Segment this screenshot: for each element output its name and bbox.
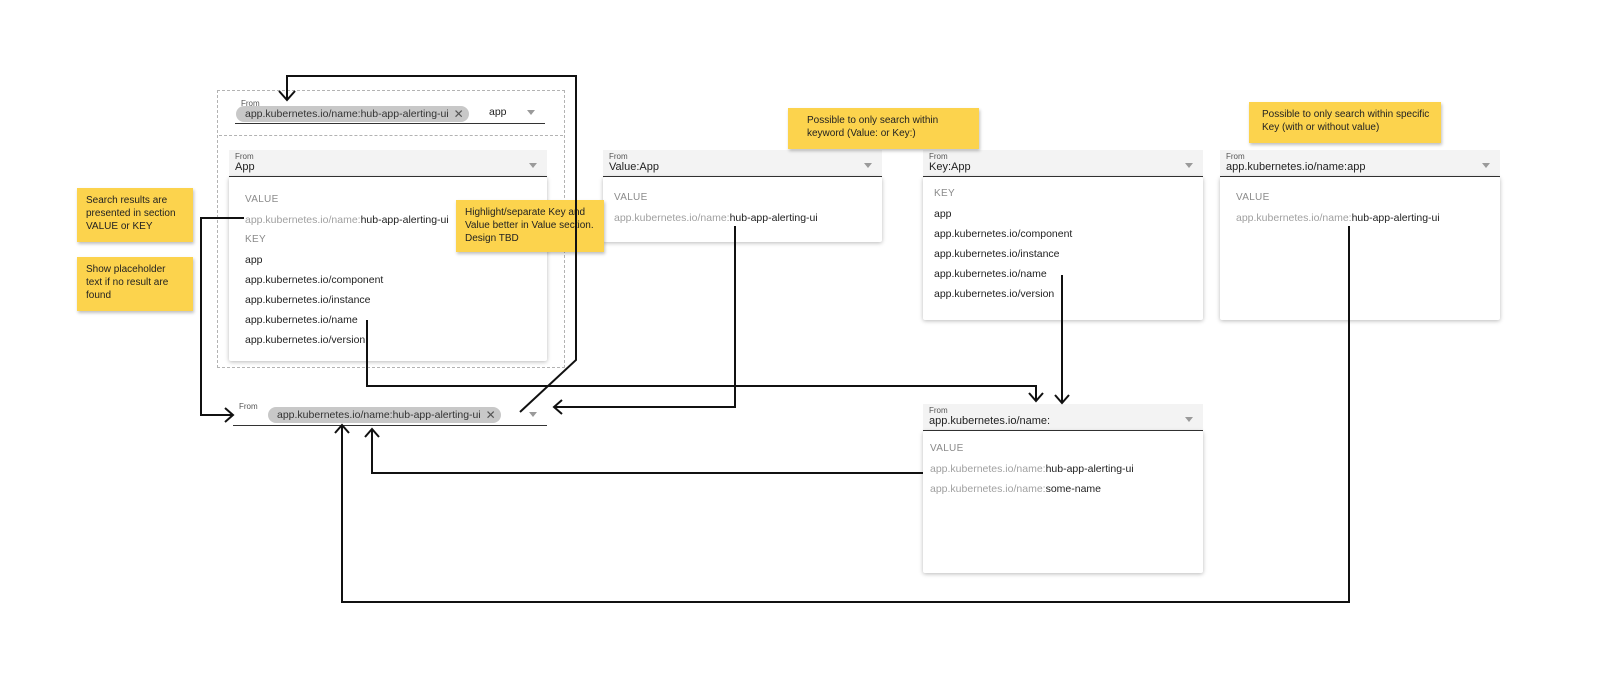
- dropdown-value: app.kubernetes.io/name:app: [1226, 161, 1366, 173]
- from-label: From: [235, 152, 254, 161]
- key-item[interactable]: app.kubernetes.io/version: [245, 334, 366, 346]
- arrowhead: [1028, 392, 1044, 403]
- value-item[interactable]: app.kubernetes.io/name:some-name: [930, 483, 1102, 495]
- key-item[interactable]: app.kubernetes.io/component: [245, 274, 384, 286]
- from-label: From: [239, 402, 258, 411]
- dropdown-value: Key:App: [929, 161, 971, 173]
- key-item[interactable]: app.kubernetes.io/component: [934, 228, 1073, 240]
- arrow-card4-to-result: [341, 226, 1350, 603]
- arrowhead: [552, 399, 563, 415]
- arrow-card2-to-result: [555, 226, 736, 408]
- dropdown-value: app.kubernetes.io/name:: [929, 415, 1051, 427]
- card1-results-panel: VALUE app.kubernetes.io/name:hub-app-ale…: [229, 177, 547, 361]
- card4-dropdown-field[interactable]: From app.kubernetes.io/name:app: [1220, 150, 1500, 177]
- arrowhead: [1054, 394, 1070, 405]
- card1-dropdown-frame: [219, 135, 563, 365]
- key-item[interactable]: app.kubernetes.io/name: [245, 314, 358, 326]
- note-placeholder: Show placeholder text if no result are f…: [77, 257, 193, 311]
- value-section-header: VALUE: [930, 443, 964, 454]
- search-text[interactable]: app: [489, 106, 507, 118]
- arrowhead: [278, 90, 296, 102]
- arrow-card5-to-result: [371, 430, 923, 474]
- note-specific-key: Possible to only search within specific …: [1249, 102, 1441, 143]
- note-value-or-key: Possible to only search within keyword (…: [788, 108, 979, 149]
- chevron-down-icon[interactable]: [527, 110, 535, 115]
- note-highlight: Highlight/separate Key and Value better …: [456, 200, 604, 252]
- card1-search-field[interactable]: From app.kubernetes.io/name:hub-app-aler…: [235, 97, 545, 124]
- close-icon[interactable]: ✕: [485, 408, 496, 422]
- filter-chip[interactable]: app.kubernetes.io/name:hub-app-alerting-…: [268, 407, 501, 423]
- key-section-header: KEY: [245, 234, 266, 245]
- arrow-value-to-result: [200, 217, 244, 416]
- card3-dropdown-field[interactable]: From Key:App: [923, 150, 1203, 177]
- from-label: From: [1226, 152, 1245, 161]
- card1-dropdown-field[interactable]: From App: [229, 150, 547, 177]
- chip-text: app.kubernetes.io/name:hub-app-alerting-…: [277, 409, 481, 421]
- arrowhead: [364, 427, 380, 438]
- dropdown-value: App: [235, 161, 255, 173]
- value-item[interactable]: app.kubernetes.io/name:hub-app-alerting-…: [614, 212, 818, 224]
- chevron-down-icon[interactable]: [864, 163, 872, 168]
- value-section-header: VALUE: [245, 194, 279, 205]
- from-label: From: [929, 406, 948, 415]
- chevron-down-icon[interactable]: [1185, 417, 1193, 422]
- chevron-down-icon[interactable]: [1185, 163, 1193, 168]
- value-section-header: VALUE: [614, 192, 648, 203]
- result-field[interactable]: From app.kubernetes.io/name:hub-app-aler…: [233, 400, 547, 426]
- key-item[interactable]: app.kubernetes.io/version: [934, 288, 1055, 300]
- dropdown-value: Value:App: [609, 161, 659, 173]
- from-label: From: [929, 152, 948, 161]
- key-section-header: KEY: [934, 188, 955, 199]
- arrow-loop-to-top-field: [286, 75, 577, 413]
- value-item[interactable]: app.kubernetes.io/name:hub-app-alerting-…: [1236, 212, 1440, 224]
- value-item[interactable]: app.kubernetes.io/name:hub-app-alerting-…: [930, 463, 1134, 475]
- value-item[interactable]: app.kubernetes.io/name:hub-app-alerting-…: [245, 214, 449, 226]
- from-label: From: [609, 152, 628, 161]
- chip-text: app.kubernetes.io/name:hub-app-alerting-…: [245, 108, 449, 120]
- value-section-header: VALUE: [1236, 192, 1270, 203]
- card5-dropdown-field[interactable]: From app.kubernetes.io/name:: [923, 404, 1203, 431]
- chevron-down-icon[interactable]: [529, 412, 537, 417]
- arrowhead: [224, 407, 235, 423]
- card2-results-panel: VALUE app.kubernetes.io/name:hub-app-ale…: [603, 177, 882, 242]
- note-search-results: Search results are presented in section …: [77, 188, 193, 242]
- key-item[interactable]: app.kubernetes.io/name: [934, 268, 1047, 280]
- filter-chip[interactable]: app.kubernetes.io/name:hub-app-alerting-…: [236, 106, 469, 122]
- from-label: From: [241, 99, 260, 108]
- key-item[interactable]: app: [245, 254, 263, 266]
- card4-results-panel: VALUE app.kubernetes.io/name:hub-app-ale…: [1220, 177, 1500, 320]
- arrow-key-to-card5: [366, 320, 1037, 400]
- arrowhead: [334, 423, 350, 434]
- card5-results-panel: VALUE app.kubernetes.io/name:hub-app-ale…: [923, 431, 1203, 573]
- card2-dropdown-field[interactable]: From Value:App: [603, 150, 882, 177]
- key-item[interactable]: app.kubernetes.io/instance: [934, 248, 1060, 260]
- close-icon[interactable]: ✕: [453, 107, 464, 121]
- key-item[interactable]: app.kubernetes.io/instance: [245, 294, 371, 306]
- chevron-down-icon[interactable]: [529, 163, 537, 168]
- chevron-down-icon[interactable]: [1482, 163, 1490, 168]
- key-item[interactable]: app: [934, 208, 952, 220]
